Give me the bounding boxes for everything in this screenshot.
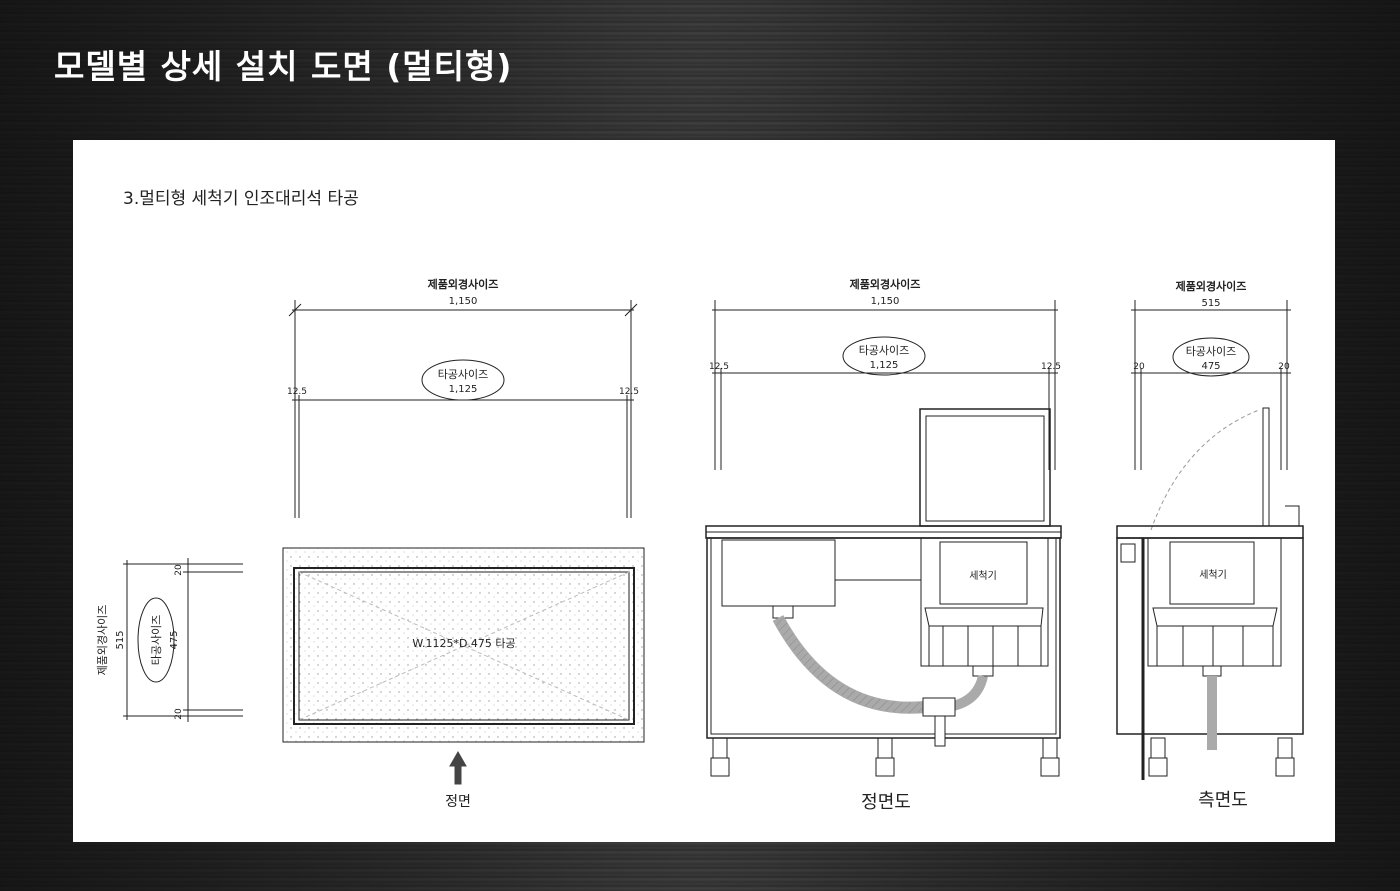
side-unit-label: 세척기 (1199, 569, 1227, 581)
plan-width-label: 제품외경사이즈 (428, 277, 499, 291)
front-view-caption: 정면도 (861, 792, 911, 813)
front-width-value: 1,150 (871, 296, 900, 307)
side-width-value: 515 (1201, 298, 1220, 309)
front-unit-label: 세척기 (969, 570, 997, 582)
plan-cut-label: 타공사이즈 (438, 368, 489, 381)
plan-width-value: 1,150 (449, 296, 478, 307)
plan-depth-cut-value: 475 (169, 630, 180, 649)
side-cut-value: 475 (1201, 361, 1220, 372)
plan-margin-left: 12.5 (287, 387, 307, 397)
plan-view (123, 300, 645, 785)
plan-depth-margin-top: 20 (174, 564, 184, 576)
front-legs (710, 737, 1060, 777)
installation-drawing: 3.멀티형 세척기 인조대리석 타공 제품외경사이즈 1,150 타공사이즈 1… (96, 189, 1304, 813)
front-cut-value: 1,125 (870, 360, 899, 371)
plan-depth-label: 제품외경사이즈 (96, 605, 109, 676)
front-view (705, 300, 1062, 777)
plan-depth-value: 515 (115, 630, 126, 649)
side-legs (1148, 737, 1295, 777)
plan-depth-cut-label: 타공사이즈 (150, 615, 163, 666)
side-view (1116, 300, 1304, 780)
side-cut-label: 타공사이즈 (1186, 345, 1237, 358)
front-margin-left: 12.5 (709, 362, 729, 372)
page-title: 모델별 상세 설치 도면 (멀티형) (54, 47, 513, 86)
side-margin-left: 20 (1133, 362, 1145, 372)
side-margin-right: 20 (1278, 362, 1290, 372)
side-view-caption: 측면도 (1198, 790, 1248, 811)
plan-cut-value: 1,125 (449, 384, 478, 395)
plan-margin-right: 12.5 (619, 387, 639, 397)
side-width-label: 제품외경사이즈 (1176, 279, 1247, 293)
front-direction-label: 정면 (445, 794, 471, 810)
hole-size-label: W.1125*D.475 타공 (412, 637, 515, 650)
front-width-label: 제품외경사이즈 (850, 277, 921, 291)
front-margin-right: 12.5 (1041, 362, 1061, 372)
drawing-sheet: 3.멀티형 세척기 인조대리석 타공 제품외경사이즈 1,150 타공사이즈 1… (73, 140, 1335, 842)
section-title: 3.멀티형 세척기 인조대리석 타공 (123, 189, 359, 209)
front-cut-label: 타공사이즈 (859, 344, 910, 357)
plan-depth-margin-bottom: 20 (174, 708, 184, 720)
